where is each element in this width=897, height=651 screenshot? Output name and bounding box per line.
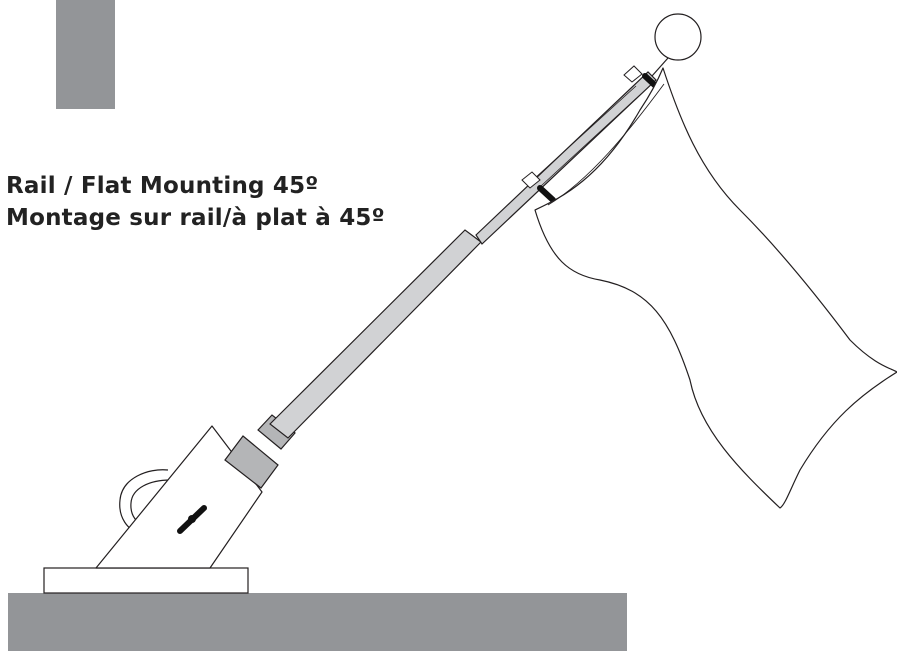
caption-french: Montage sur rail/à plat à 45º [6,205,385,231]
flag [534,67,897,509]
caption-english: Rail / Flat Mounting 45º [6,173,319,199]
lower-flag-clip [521,171,556,203]
pole-lower-section [269,229,482,439]
ball-finial-icon [654,13,702,61]
flag-sleeve-line [547,83,665,206]
finial-neck [651,57,669,77]
pole-groove [534,85,637,179]
wing-nut-icon [177,505,207,534]
pole-upper-section [475,71,657,245]
top-gray-tab [56,0,115,109]
base-plate [43,567,249,594]
lower-collar-ring [257,414,296,450]
pole-groove-2 [540,93,642,187]
bracket-housing [95,425,263,569]
lower-collar [224,435,279,489]
caption-block: Rail / Flat Mounting 45º Montage sur rai… [6,170,385,234]
ground-surface [8,593,627,651]
